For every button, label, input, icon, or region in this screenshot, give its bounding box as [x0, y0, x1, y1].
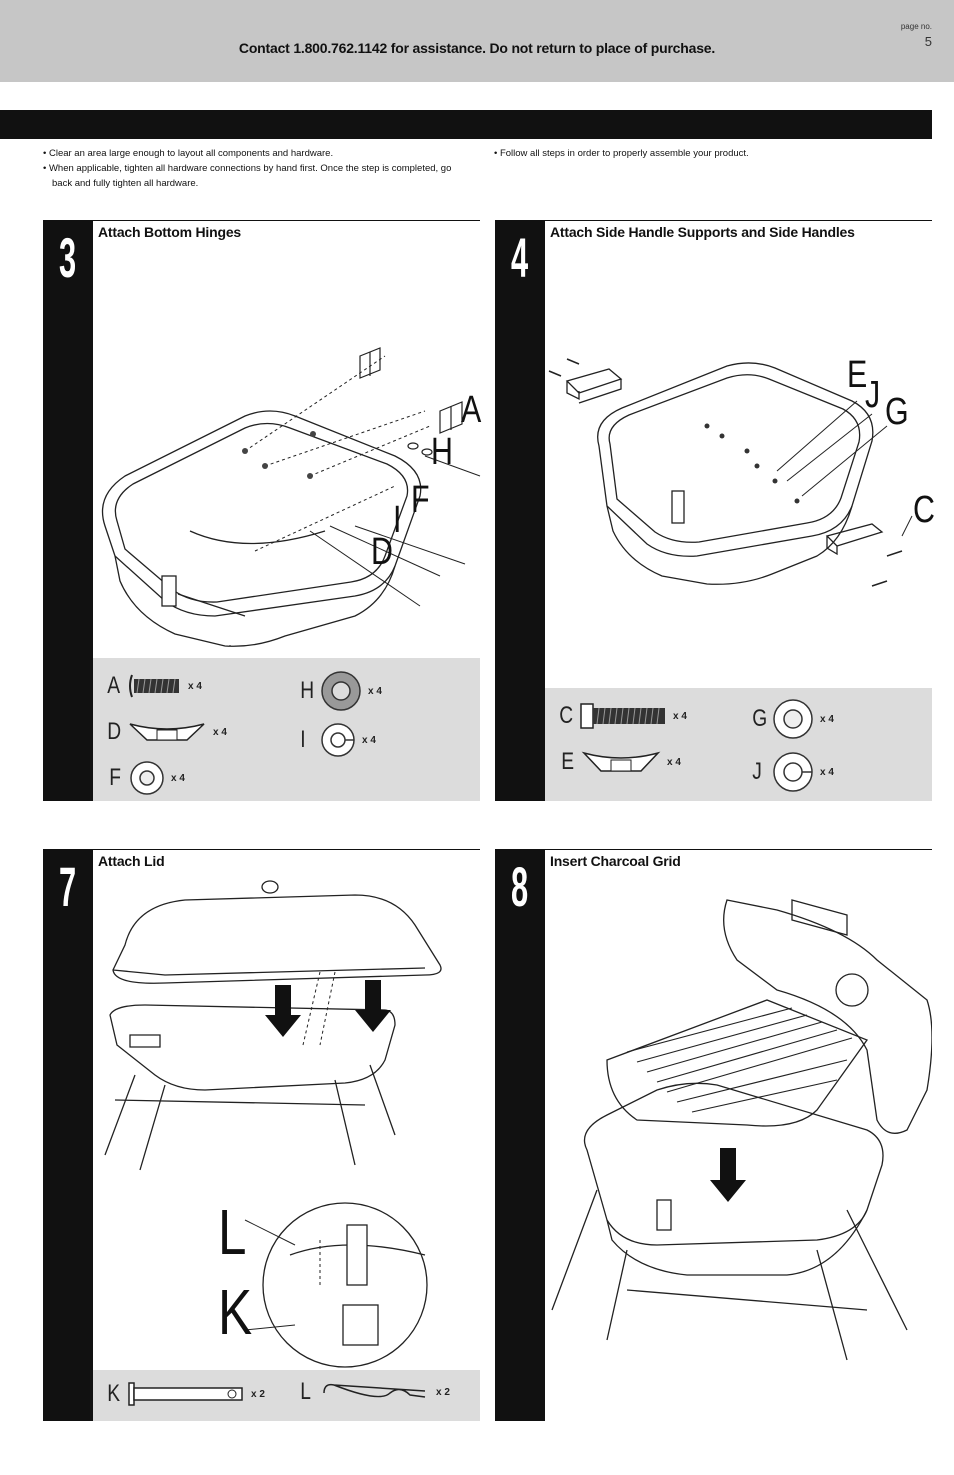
page-number-label: page no.: [900, 22, 932, 31]
hardware-item: F x 4: [107, 760, 185, 796]
hardware-item: E x 4: [561, 748, 681, 775]
hardware-item: A x 4: [107, 672, 202, 699]
hardware-item: G x 4: [750, 698, 834, 740]
note-item: Follow all steps in order to properly as…: [494, 146, 924, 161]
bolt-icon: [580, 703, 665, 729]
hardware-item: D x 4: [107, 718, 227, 745]
grill-base-hinge-illustration: [101, 347, 481, 647]
washer-icon: [773, 699, 813, 739]
step-8-panel: 8 Insert Charcoal Grid: [495, 849, 932, 1421]
section-bar: [0, 110, 932, 139]
grill-lid-attach-illustration: [104, 880, 442, 1368]
callout-L: L: [218, 1196, 247, 1268]
step-number: 8: [495, 850, 545, 1421]
hardware-item: H x 4: [298, 670, 382, 712]
step-7-panel: 7 Attach Lid L K: [43, 849, 480, 1421]
bolt-icon: [129, 674, 179, 698]
step-number: 3: [43, 221, 93, 801]
callout-H: H: [431, 431, 453, 473]
hair-pin-clip-icon: [323, 1383, 426, 1398]
step-title: Attach Side Handle Supports and Side Han…: [550, 224, 855, 240]
charcoal-grid-illustration: [551, 899, 932, 1361]
step-title: Attach Bottom Hinges: [98, 224, 242, 240]
hardware-box: K x 2 L x 2: [93, 1370, 480, 1421]
step-title: Attach Lid: [98, 853, 165, 869]
callout-K: K: [218, 1276, 253, 1348]
wing-nut-icon: [581, 751, 661, 772]
notes-right: Follow all steps in order to properly as…: [494, 146, 924, 161]
hardware-item: K x 2: [107, 1380, 265, 1407]
callout-G: G: [885, 391, 909, 433]
step-number: 4: [495, 221, 545, 801]
note-item: Clear an area large enough to layout all…: [43, 146, 473, 161]
hardware-item: C x 4: [559, 702, 687, 729]
hinge-pin-icon: [128, 1382, 243, 1406]
callout-D: D: [371, 531, 393, 573]
grill-side-handle-illustration: [548, 358, 913, 587]
wing-nut-icon: [129, 723, 205, 741]
hardware-box: A x 4 H x 4 D x 4 I x 4 F x 4: [93, 658, 480, 801]
washer-icon: [321, 671, 361, 711]
step-4-panel: 4 Attach Side Handle Supports and Side H…: [495, 220, 935, 801]
callout-F: F: [411, 479, 430, 521]
hardware-item: J x 4: [750, 751, 834, 793]
washer-icon: [130, 761, 164, 795]
page-number: 5: [924, 34, 932, 49]
lock-washer-icon: [773, 752, 813, 792]
callout-C: C: [913, 489, 935, 531]
step-title: Insert Charcoal Grid: [550, 853, 681, 869]
hardware-item: L x 2: [300, 1378, 450, 1405]
contact-line: Contact 1.800.762.1142 for assistance. D…: [238, 40, 716, 56]
callout-I: I: [393, 499, 402, 541]
notes-left: Clear an area large enough to layout all…: [43, 146, 473, 191]
callout-E: E: [847, 354, 868, 396]
hardware-box: C x 4 G x 4 E x 4 J x 4: [545, 688, 932, 801]
lock-washer-icon: [321, 723, 355, 757]
hardware-item: I x 4: [298, 722, 376, 758]
callout-A: A: [461, 389, 482, 431]
callout-J: J: [865, 374, 881, 416]
page-header: Contact 1.800.762.1142 for assistance. D…: [0, 0, 954, 82]
note-item: When applicable, tighten all hardware co…: [43, 161, 473, 191]
step-number: 7: [43, 850, 93, 1421]
step-3-panel: 3 Attach Bottom Hinges: [43, 220, 482, 801]
